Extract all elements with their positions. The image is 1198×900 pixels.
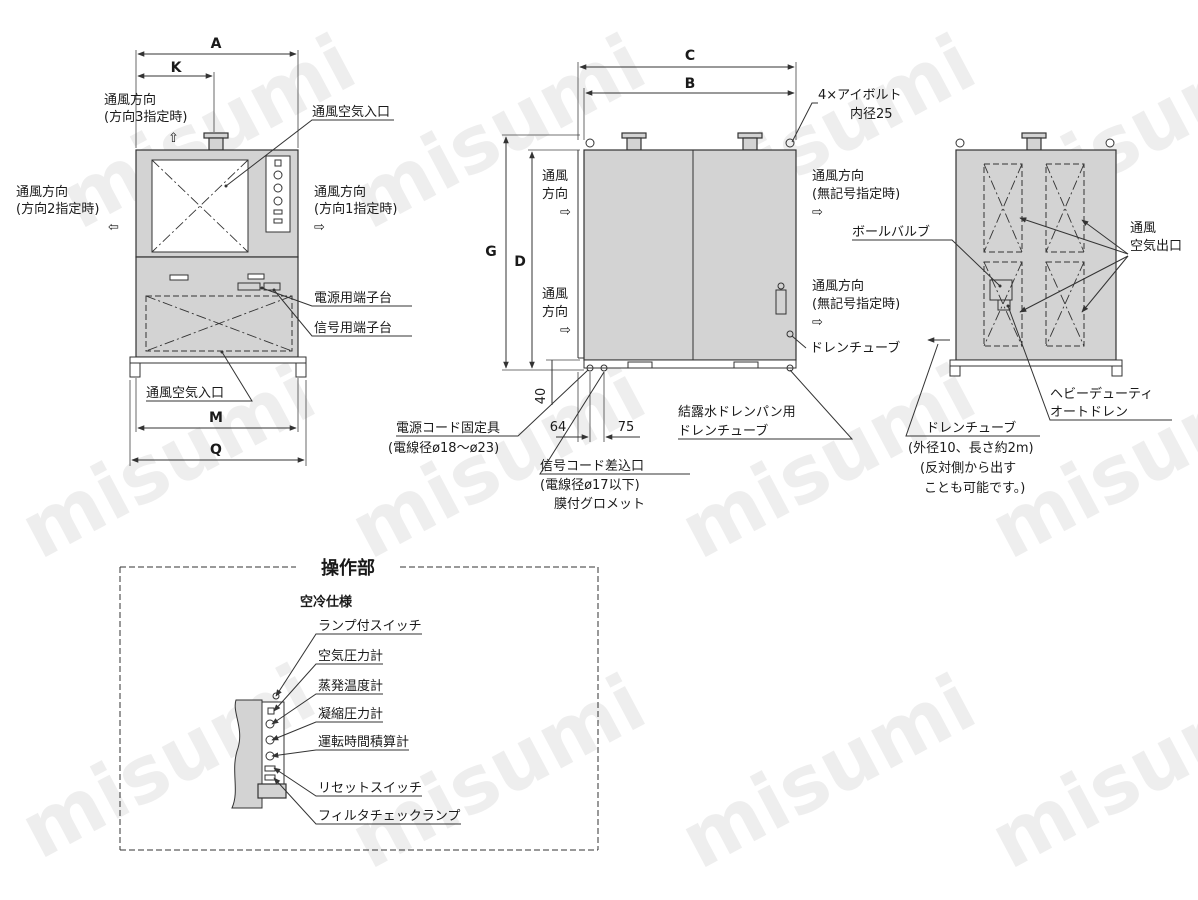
power-terminal-label: 電源用端子台 [314,291,392,306]
dim-a-label: A [211,36,222,52]
arrow-right-icon: ⇨ [812,205,823,220]
condensate-drain-label-line1: 結露水ドレンパン用 [678,405,796,420]
arrow-right-icon: ⇨ [812,315,823,330]
operation-callout-leader [273,663,383,712]
rear-drain-tube-label-line1: ドレンチューブ [926,420,1016,436]
side-airflow-left1-line2: 方向 [542,186,568,202]
operation-callout-label: 凝縮圧力計 [318,706,383,722]
svg-text:misumi: misumi [337,658,660,887]
operation-callout-label: 空気圧力計 [318,648,383,664]
operation-callout-label: フィルタチェックランプ [318,809,460,824]
operation-callout-label: 運転時間積算計 [318,734,409,750]
side-airflow-left2-line2: 方向 [542,304,568,320]
dim-40-label: 40 [534,388,549,405]
dim-m-label: M [209,410,223,426]
front-airflow-dir3-line1: 通風方向 [104,92,156,108]
dim-k-label: K [171,60,183,76]
ball-valve-label: ボールバルブ [852,224,930,240]
arrow-right-icon: ⇨ [560,205,571,220]
rear-body [955,149,1117,361]
side-airflow-right2-line2: (無記号指定時) [812,296,900,312]
signal-cord-label-line3: 膜付グロメット [554,497,645,512]
arrow-right-icon: ⇨ [314,220,325,235]
dim-75-label: 75 [618,420,635,435]
side-view: C B G D [388,48,902,512]
arrow-left-icon: ⇦ [108,220,119,235]
rear-drain-tube-label-line4: ことも可能です。) [924,481,1025,496]
dim-d-label: D [514,254,526,270]
side-airflow-right2-line1: 通風方向 [812,278,864,294]
rear-drain-tube-label-line2: (外径10、長さ約2m) [908,441,1034,456]
arrow-right-icon: ⇨ [560,323,571,338]
operation-callout-leader [275,633,422,697]
front-airflow-dir2-line1: 通風方向 [16,184,68,200]
rear-drain-tube-label-line3: (反対側から出す [920,461,1016,476]
front-air-inlet-top-label: 通風空気入口 [312,104,390,120]
dim-g-label: G [485,244,497,260]
eyebolt-label-line2: 内径25 [850,106,893,122]
front-airflow-dir2-line2: (方向2指定時) [16,201,99,217]
front-control-panel [265,155,291,233]
power-cord-label-line1: 電源コード固定具 [396,421,500,436]
operation-panel-title: 操作部 [321,557,375,579]
front-airflow-dir3-line2: (方向3指定時) [104,109,187,125]
operation-callout-label: 蒸発温度計 [318,678,383,694]
operation-callout-leader [271,749,409,758]
signal-cord-label-line1: 信号コード差込口 [540,459,644,474]
auto-drain-label-line2: オートドレン [1050,405,1128,420]
signal-cord-label-line2: (電線径ø17以下) [540,477,640,493]
operation-callout-label: リセットスイッチ [318,781,422,796]
side-airflow-right1-line1: 通風方向 [812,168,864,184]
rear-air-outlet-label-line2: 空気出口 [1130,238,1182,254]
svg-text:misumi: misumi [667,658,990,887]
dim-64-label: 64 [550,420,567,435]
front-airflow-dir1-line2: (方向1指定時) [314,201,397,217]
side-airflow-right1-line2: (無記号指定時) [812,186,900,202]
operation-panel-section: 操作部 空冷仕様 ランプ付スイッチ空気圧力計蒸発温度計凝縮圧力計運転時間積算計リ… [119,557,599,851]
dim-q-label: Q [210,442,222,458]
signal-terminal-label: 信号用端子台 [314,321,392,336]
operation-callout-leader [273,777,461,825]
operation-callout-leader [271,721,383,741]
front-airflow-dir1-line1: 通風方向 [314,184,366,200]
svg-text:misumi: misumi [7,348,330,577]
dim-b-label: B [685,76,696,92]
side-drain-tube-label: ドレンチューブ [810,340,900,356]
svg-text:misumi: misumi [977,658,1198,887]
operation-callout-label: ランプ付スイッチ [318,619,422,634]
power-cord-label-line2: (電線径ø18〜ø23) [388,440,499,456]
operation-panel-subtitle: 空冷仕様 [300,594,353,610]
front-lower-body [135,256,299,358]
dim-c-label: C [685,48,695,64]
front-view: A K M [16,36,412,466]
arrow-up-icon: ⇧ [168,131,179,146]
condensate-drain-label-line2: ドレンチューブ [678,423,768,439]
side-airflow-left2-line1: 通風 [542,287,568,302]
auto-drain-label-line1: ヘビーデューティ [1050,386,1153,402]
operation-callout-leader [273,767,422,797]
operation-callout-leader [271,693,383,725]
side-airflow-left1-line1: 通風 [542,169,568,184]
front-air-inlet-bottom-label: 通風空気入口 [146,385,224,401]
rear-air-outlet-label-line1: 通風 [1130,221,1156,236]
rear-view: ボールバルブ 通風 空気出口 ヘビーデューティ オートドレン ドレンチューブ (… [852,132,1182,496]
side-body [583,149,797,361]
eyebolt-label-line1: 4×アイボルト [818,88,902,103]
